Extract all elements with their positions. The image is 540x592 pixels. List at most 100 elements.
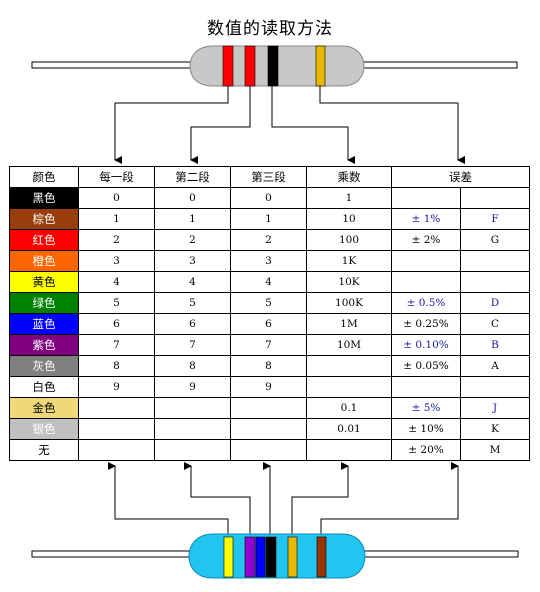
multiplier-cell [306,355,392,377]
multiplier-cell: 10M [306,334,392,356]
tolerance-code-cell [460,376,530,398]
first-digit-cell: 1 [78,208,155,230]
first-digit-cell: 6 [78,313,155,335]
color-name-cell: 黑色 [9,187,79,209]
color-name-cell: 紫色 [9,334,79,356]
first-digit-cell: 4 [78,271,155,293]
multiplier-cell [306,439,392,461]
tolerance-code-cell: C [460,313,530,335]
second-digit-cell: 0 [154,187,231,209]
tolerance-code-cell [460,250,530,272]
bottom-band-2 [244,536,256,578]
tolerance-cell: ± 0.25% [391,313,461,335]
first-digit-cell: 5 [78,292,155,314]
bottom-band-3 [255,536,266,578]
third-digit-cell: 9 [230,376,307,398]
tolerance-code-cell: G [460,229,530,251]
first-digit-cell: 2 [78,229,155,251]
tolerance-cell: ± 5% [391,397,461,419]
tolerance-cell: ± 0.10% [391,334,461,356]
color-name-cell: 银色 [9,418,79,440]
second-digit-cell: 8 [154,355,231,377]
tolerance-cell [391,376,461,398]
third-digit-cell: 0 [230,187,307,209]
first-digit-cell: 3 [78,250,155,272]
color-name-cell: 红色 [9,229,79,251]
tolerance-code-cell: D [460,292,530,314]
third-digit-cell: 4 [230,271,307,293]
bottom-arrow-2 [184,462,251,537]
multiplier-cell: 1 [306,187,392,209]
header-first-digit: 每一段 [78,166,155,188]
color-name-cell: 蓝色 [9,313,79,335]
second-digit-cell: 4 [154,271,231,293]
bottom-arrows [108,462,459,537]
top-arrows [114,86,465,164]
bottom-lead-right [357,550,519,558]
first-digit-cell: 9 [78,376,155,398]
tolerance-code-cell: K [460,418,530,440]
tolerance-code-cell: B [460,334,530,356]
color-name-cell: 绿色 [9,292,79,314]
header-third-digit: 第三段 [230,166,307,188]
top-arrow-3 [271,86,355,164]
table-row: 无± 20%M [9,439,530,461]
table-row: 银色 0.01± 10%K [9,418,530,440]
bottom-resistor-body [188,533,366,579]
first-digit-cell: 0 [78,187,155,209]
tolerance-code-cell: F [460,208,530,230]
top-lead-right [354,61,518,69]
bottom-lead-left [31,550,193,558]
header-row: 颜色 每一段 第二段 第三段 乘数 误差 [9,166,530,188]
top-arrow-1 [114,86,229,164]
tolerance-cell [391,187,461,209]
top-lead-left [31,61,193,69]
first-digit-cell [78,418,155,440]
second-digit-cell: 3 [154,250,231,272]
tolerance-cell [391,250,461,272]
tolerance-code-cell [460,271,530,293]
second-digit-cell [154,397,231,419]
diagram-title: 数值的读取方法 [207,19,333,39]
color-name-cell: 橙色 [9,250,79,272]
third-digit-cell: 8 [230,355,307,377]
tolerance-cell: ± 20% [391,439,461,461]
top-band-2 [244,45,256,87]
multiplier-cell: 10 [306,208,392,230]
second-digit-cell: 2 [154,229,231,251]
top-band-4 [315,45,326,87]
bottom-band-4 [265,536,277,578]
tolerance-cell: ± 0.05% [391,355,461,377]
bottom-band-1 [223,536,234,578]
second-digit-cell: 5 [154,292,231,314]
tolerance-cell: ± 0.5% [391,292,461,314]
top-resistor [31,45,518,87]
multiplier-cell: 0.01 [306,418,392,440]
multiplier-cell: 1K [306,250,392,272]
third-digit-cell [230,418,307,440]
second-digit-cell [154,439,231,461]
color-name-cell: 金色 [9,397,79,419]
tolerance-cell: ± 10% [391,418,461,440]
tolerance-cell: ± 1% [391,208,461,230]
top-band-3 [267,45,279,87]
bottom-band-6 [316,536,327,578]
color-name-cell: 灰色 [9,355,79,377]
second-digit-cell [154,418,231,440]
third-digit-cell [230,439,307,461]
multiplier-cell: 1M [306,313,392,335]
multiplier-cell [306,376,392,398]
multiplier-cell: 10K [306,271,392,293]
third-digit-cell: 7 [230,334,307,356]
second-digit-cell: 9 [154,376,231,398]
second-digit-cell: 7 [154,334,231,356]
header-multiplier: 乘数 [306,166,392,188]
